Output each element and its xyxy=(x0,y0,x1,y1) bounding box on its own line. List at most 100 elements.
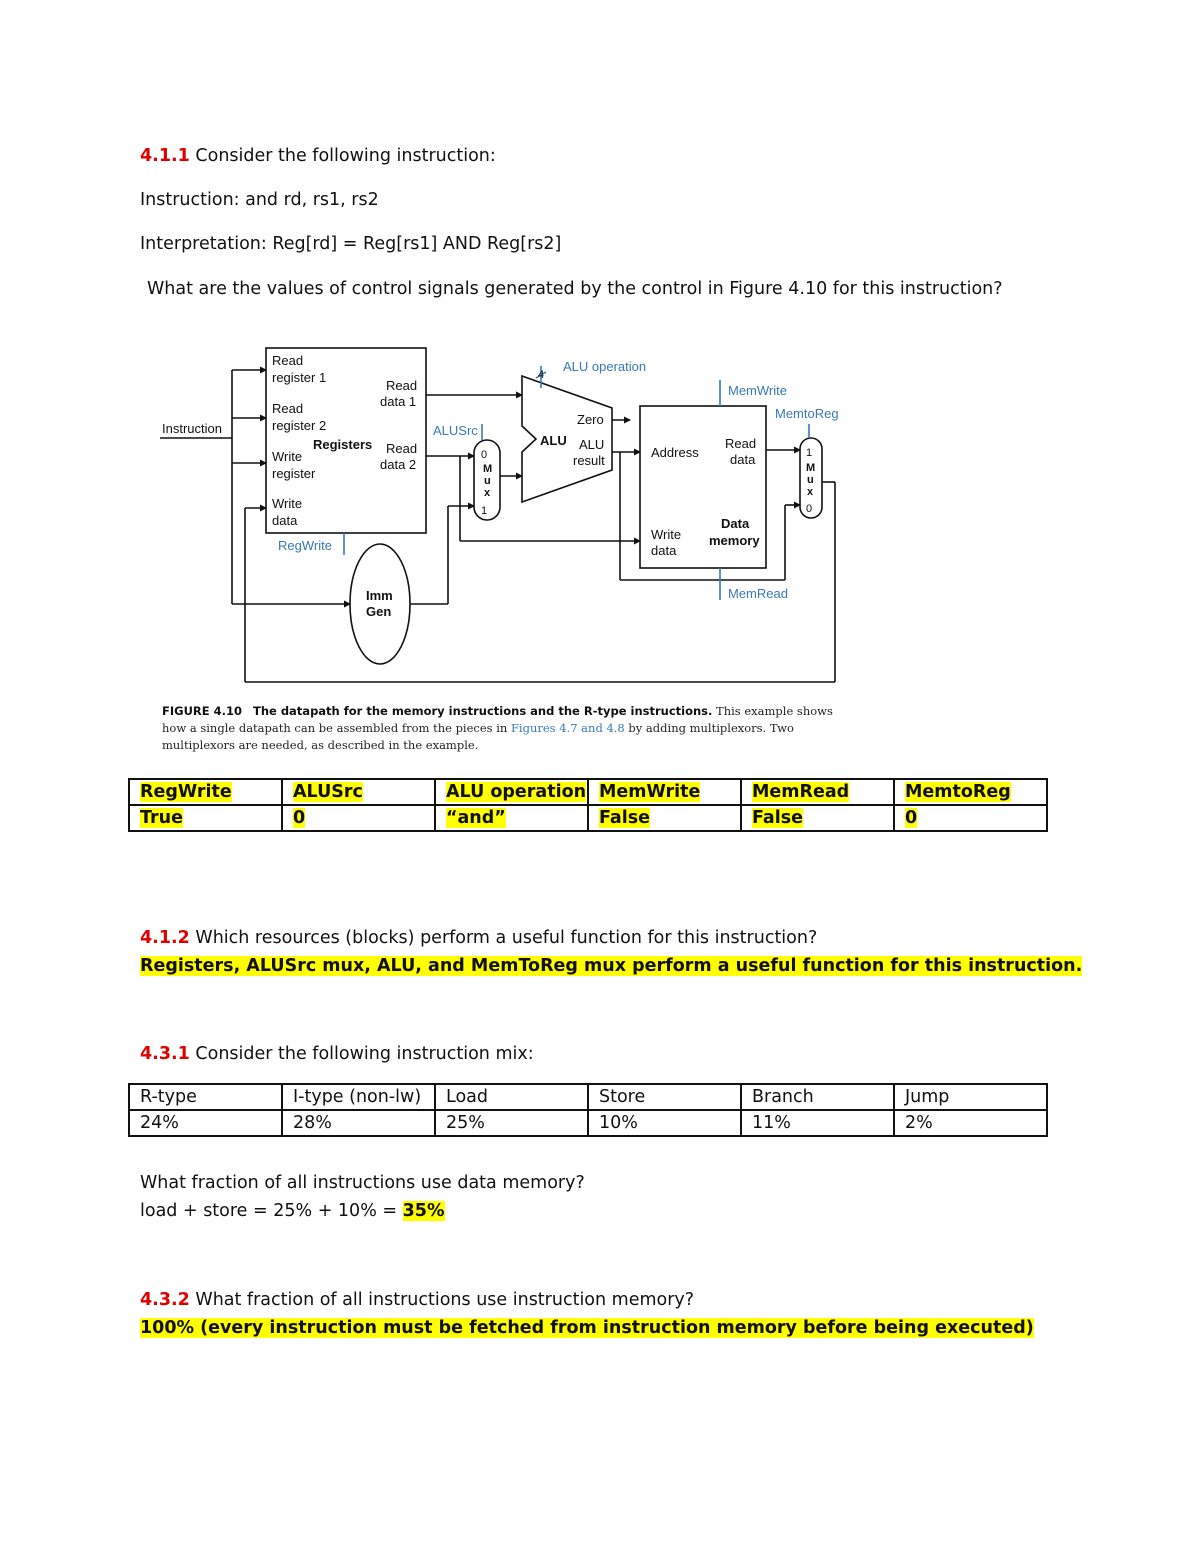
table-row: R-type I-type (non-lw) Load Store Branch… xyxy=(128,1083,1048,1111)
table-header-cell: MemRead xyxy=(740,778,895,806)
q431-answer-value: 35% xyxy=(402,1201,445,1221)
table-cell: 2% xyxy=(893,1109,1048,1137)
figure-caption: FIGURE 4.10 The datapath for the memory … xyxy=(162,703,852,754)
header-store: Store xyxy=(599,1087,646,1107)
label-dm-read-data-b: data xyxy=(730,452,756,467)
label-mux2-u: u xyxy=(807,474,814,486)
control-signals-table: RegWrite ALUSrc ALU operation MemWrite M… xyxy=(128,778,1048,832)
label-alusrc: ALUSrc xyxy=(433,423,478,438)
value-memread: False xyxy=(752,808,804,828)
label-registers: Registers xyxy=(313,437,372,452)
table-row: 24% 28% 25% 10% 11% 2% xyxy=(128,1109,1048,1137)
label-memread: MemRead xyxy=(728,586,788,601)
caption-label: FIGURE 4.10 xyxy=(162,704,243,718)
label-read-data-1-b: data 1 xyxy=(380,394,416,409)
label-zero: Zero xyxy=(577,412,604,427)
caption-link[interactable]: Figures 4.7 and 4.8 xyxy=(510,721,625,735)
label-mux1-m: M xyxy=(483,463,492,475)
table-cell: “and” xyxy=(434,804,589,832)
value-load: 25% xyxy=(446,1113,485,1133)
label-memtoreg: MemtoReg xyxy=(775,406,839,421)
label-dm-read-data: Read xyxy=(725,436,756,451)
label-imm-gen: Imm xyxy=(366,588,393,603)
q431-answer-line: load + store = 25% + 10% = 35% xyxy=(140,1200,445,1222)
value-i-type: 28% xyxy=(293,1113,332,1133)
value-alusrc: 0 xyxy=(293,808,306,828)
table-cell: 11% xyxy=(740,1109,895,1137)
value-regwrite: True xyxy=(140,808,183,828)
value-jump: 2% xyxy=(905,1113,933,1133)
table-cell: 25% xyxy=(434,1109,589,1137)
table-header-cell: MemWrite xyxy=(587,778,742,806)
table-cell: 24% xyxy=(128,1109,283,1137)
header-branch: Branch xyxy=(752,1087,814,1107)
q411-number: 4.1.1 xyxy=(140,146,190,166)
alusrc-mux xyxy=(473,439,501,521)
caption-text-1: This example shows how a single datapath… xyxy=(162,704,833,735)
q431-question: What fraction of all instructions use da… xyxy=(140,1173,585,1193)
header-memread: MemRead xyxy=(752,782,850,802)
q432-answer: 100% (every instruction must be fetched … xyxy=(140,1318,1034,1338)
table-cell: 0 xyxy=(281,804,436,832)
table-header-cell: ALU operation xyxy=(434,778,589,806)
q411-heading: 4.1.1 Consider the following instruction… xyxy=(140,145,496,167)
header-load: Load xyxy=(446,1087,488,1107)
q412-answer-line: Registers, ALUSrc mux, ALU, and MemToReg… xyxy=(140,955,1083,977)
q432-number: 4.3.2 xyxy=(140,1290,190,1310)
table-cell: False xyxy=(587,804,742,832)
q431-number: 4.3.1 xyxy=(140,1044,190,1064)
table-cell: 0 xyxy=(893,804,1048,832)
label-address: Address xyxy=(651,445,699,460)
value-store: 10% xyxy=(599,1113,638,1133)
label-write-data: Write xyxy=(272,496,302,511)
header-i-type: I-type (non-lw) xyxy=(293,1087,422,1107)
table-header-cell: Load xyxy=(434,1083,589,1111)
value-memtoreg: 0 xyxy=(905,808,918,828)
value-r-type: 24% xyxy=(140,1113,179,1133)
label-imm-gen-b: Gen xyxy=(366,604,391,619)
label-write-register-b: register xyxy=(272,466,316,481)
q411-prompt: Consider the following instruction: xyxy=(189,146,496,166)
q412-answer: Registers, ALUSrc mux, ALU, and MemToReg… xyxy=(140,956,1083,976)
label-data-memory-b: memory xyxy=(709,533,760,548)
q431-prompt: Consider the following instruction mix: xyxy=(189,1044,534,1064)
alu-block xyxy=(521,374,613,504)
label-mux2-top: 1 xyxy=(806,447,812,459)
label-dm-write-data-b: data xyxy=(651,543,677,558)
q412-number: 4.1.2 xyxy=(140,928,190,948)
label-read-data-2-b: data 2 xyxy=(380,457,416,472)
value-memwrite: False xyxy=(599,808,651,828)
q411-interpretation: Interpretation: Reg[rd] = Reg[rs1] AND R… xyxy=(140,234,562,254)
label-mux2-x: x xyxy=(807,486,814,498)
q412-prompt: Which resources (blocks) perform a usefu… xyxy=(189,928,818,948)
label-dm-write-data: Write xyxy=(651,527,681,542)
q432-heading: 4.3.2 What fraction of all instructions … xyxy=(140,1289,694,1311)
memtoreg-mux xyxy=(799,437,823,519)
table-row: True 0 “and” False False 0 xyxy=(128,804,1048,832)
q431-answer-prefix: load + store = 25% + 10% = xyxy=(140,1201,403,1221)
value-branch: 11% xyxy=(752,1113,791,1133)
q432-prompt: What fraction of all instructions use in… xyxy=(189,1290,695,1310)
label-mux1-top: 0 xyxy=(481,449,487,461)
q431-heading: 4.3.1 Consider the following instruction… xyxy=(140,1043,534,1065)
label-write-data-b: data xyxy=(272,513,298,528)
table-header-cell: Store xyxy=(587,1083,742,1111)
label-read-data-2: Read xyxy=(386,441,417,456)
data-memory-block xyxy=(639,405,767,569)
table-row: RegWrite ALUSrc ALU operation MemWrite M… xyxy=(128,778,1048,806)
header-memwrite: MemWrite xyxy=(599,782,701,802)
q411-question: What are the values of control signals g… xyxy=(147,279,1003,299)
table-header-cell: MemtoReg xyxy=(893,778,1048,806)
table-cell: 28% xyxy=(281,1109,436,1137)
table-header-cell: R-type xyxy=(128,1083,283,1111)
header-regwrite: RegWrite xyxy=(140,782,232,802)
table-cell: False xyxy=(740,804,895,832)
datapath-figure: Instruction Read register 1 Read registe… xyxy=(160,347,839,683)
label-read-register-2: Read xyxy=(272,401,303,416)
label-mux2-bottom: 0 xyxy=(806,503,812,515)
label-memwrite: MemWrite xyxy=(728,383,787,398)
table-header-cell: RegWrite xyxy=(128,778,283,806)
label-alu-operation: ALU operation xyxy=(563,359,646,374)
label-mux1-x: x xyxy=(484,487,491,499)
